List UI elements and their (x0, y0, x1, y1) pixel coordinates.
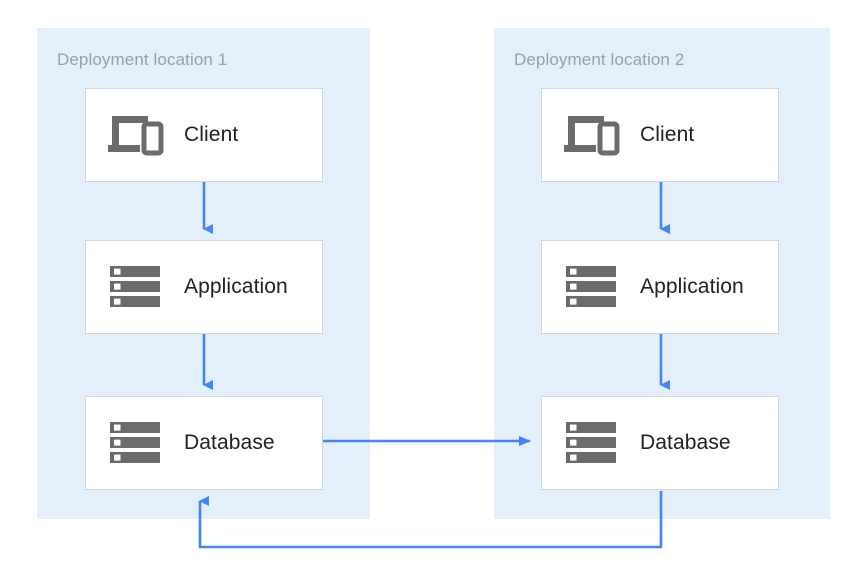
server-stack-icon (566, 266, 616, 307)
node-client-1-label: Client (184, 123, 239, 146)
node-database-2[interactable]: Database (541, 396, 779, 490)
node-application-1-label: Application (184, 275, 288, 298)
node-application-1[interactable]: Application (85, 240, 323, 334)
devices-icon (564, 116, 620, 156)
node-client-2[interactable]: Client (541, 88, 779, 182)
node-application-2-label: Application (640, 275, 744, 298)
node-database-1-label: Database (184, 431, 275, 454)
server-stack-icon (566, 422, 616, 463)
server-stack-icon (110, 266, 160, 307)
deployment-zone-2-label: Deployment location 2 (514, 50, 685, 69)
deployment-zone-1-label: Deployment location 1 (57, 50, 228, 69)
node-application-2[interactable]: Application (541, 240, 779, 334)
node-client-2-label: Client (640, 123, 695, 146)
devices-icon (108, 116, 164, 156)
node-client-1[interactable]: Client (85, 88, 323, 182)
node-database-1[interactable]: Database (85, 396, 323, 490)
server-stack-icon (110, 422, 160, 463)
node-database-2-label: Database (640, 431, 731, 454)
